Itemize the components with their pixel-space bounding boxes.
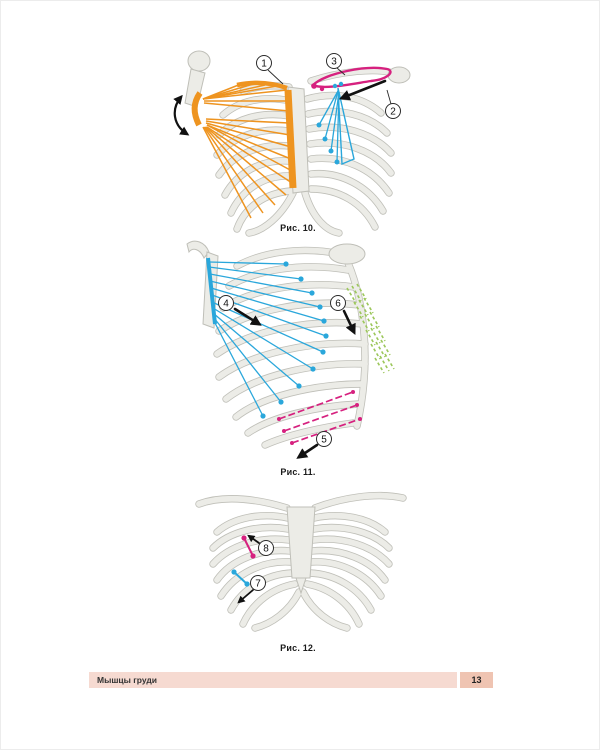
- svg-text:5: 5: [321, 435, 327, 446]
- rotation-arrow: [173, 94, 190, 136]
- sternum: [286, 506, 316, 579]
- arrow-from-4: [233, 307, 262, 326]
- callout-5: 5: [316, 431, 332, 447]
- svg-text:2: 2: [390, 107, 396, 118]
- xiphoid-process: [295, 577, 307, 595]
- figure-11-illustration: 4 6 5: [186, 240, 395, 459]
- arrow-from-8: [247, 534, 260, 544]
- svg-text:8: 8: [263, 544, 269, 555]
- pull-direction-arrow: [338, 79, 387, 101]
- callout-2: 2: [385, 89, 401, 119]
- arrow-from-6: [342, 309, 356, 335]
- callout-7: 7: [250, 575, 266, 591]
- svg-text:3: 3: [331, 57, 337, 68]
- sternocostal-muscle-mark: [241, 535, 256, 559]
- figure-12-illustration: 8 7: [171, 486, 431, 651]
- ribcage-lateral: [186, 240, 366, 445]
- serratus-anterior-muscle: [206, 257, 329, 419]
- callout-3: 3: [326, 53, 346, 76]
- callout-4: 4: [218, 295, 234, 311]
- arrow-from-5: [296, 443, 319, 459]
- svg-text:6: 6: [335, 299, 341, 310]
- pectoralis-minor-muscle: [316, 81, 355, 166]
- shoulder-joint: [387, 66, 411, 84]
- subclavius-muscle-outline: [310, 66, 392, 92]
- lower-costal-muscle-lines: [277, 390, 362, 445]
- humerus: [184, 50, 211, 108]
- intercostal-muscles: [346, 283, 395, 374]
- svg-text:1: 1: [261, 59, 267, 70]
- pectoralis-major-muscle: [191, 80, 297, 219]
- clavicular-head-band: [236, 80, 288, 91]
- transversus-muscle-mark: [231, 569, 250, 587]
- shoulder-mass: [328, 243, 366, 265]
- page-number-box: 13: [460, 672, 493, 688]
- footer-bar: Мышцы груди: [89, 672, 457, 688]
- figure-11-caption: Рис. 11.: [280, 467, 316, 477]
- figure-10-illustration: 1 3 2: [173, 50, 411, 241]
- ribcage-front-small: [199, 496, 403, 628]
- svg-text:7: 7: [255, 579, 261, 590]
- callout-8: 8: [258, 540, 274, 556]
- figure-12-caption: Рис. 12.: [280, 643, 316, 653]
- svg-text:4: 4: [223, 299, 229, 310]
- callout-1: 1: [256, 55, 284, 85]
- sternal-attachment-band: [284, 89, 297, 189]
- callout-6: 6: [330, 295, 346, 311]
- rib-insertion-dots: [260, 261, 329, 419]
- humeral-tendon: [191, 91, 203, 127]
- footer-section-title: Мышцы груди: [97, 675, 158, 685]
- page-number: 13: [471, 675, 482, 685]
- arrow-from-7: [237, 589, 254, 604]
- figure-10-caption: Рис. 10.: [280, 223, 316, 233]
